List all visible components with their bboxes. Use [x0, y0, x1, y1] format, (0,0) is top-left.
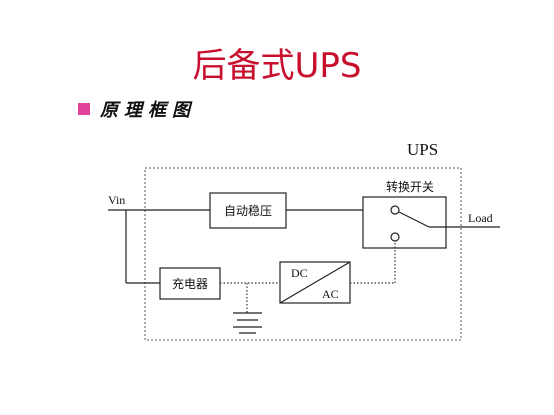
ups-boundary — [144, 167, 462, 341]
switch-contact-top-icon — [390, 205, 400, 215]
switch-label: 转换开关 — [386, 179, 434, 194]
inverter-diagonal — [279, 261, 351, 304]
inverter-ac-label: AC — [322, 287, 339, 301]
switch-contact-bottom-icon — [390, 232, 400, 242]
bullet-square-icon — [78, 103, 90, 115]
switch-block — [362, 196, 447, 249]
load-label: Load — [468, 211, 493, 225]
vin-label: Vin — [108, 193, 125, 207]
bullet-item: 原理框图 — [78, 96, 196, 122]
regulator-block — [209, 192, 287, 229]
ups-label: UPS — [407, 140, 438, 159]
regulator-label: 自动稳压 — [224, 203, 272, 218]
charger-label: 充电器 — [172, 276, 208, 291]
inverter-dc-label: DC — [291, 266, 308, 280]
bullet-text: 原理框图 — [100, 100, 196, 121]
switch-arm — [398, 211, 430, 228]
slide-title: 后备式UPS — [192, 46, 362, 86]
battery-ground-icon — [233, 312, 262, 334]
